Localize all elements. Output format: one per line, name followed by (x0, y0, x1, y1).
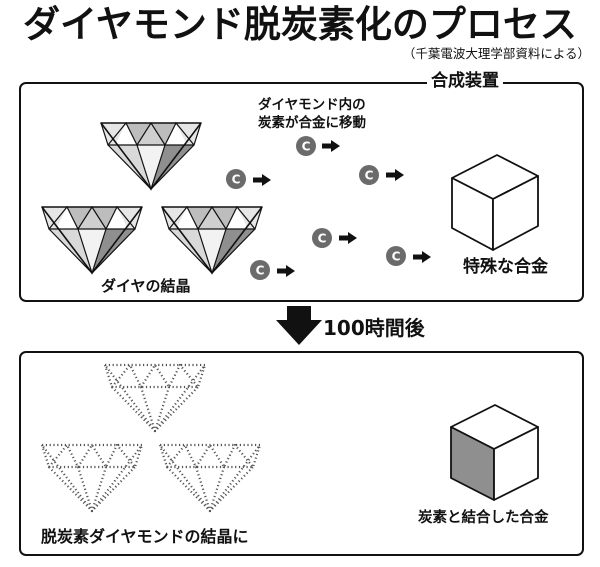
synthesis-panel (19, 82, 584, 302)
cube-icon (450, 404, 539, 501)
alloy-label: 特殊な合金 (463, 257, 548, 277)
svg-text:C: C (232, 173, 241, 187)
diamond-crystal-icon (40, 443, 144, 513)
arrow-right-icon (322, 140, 340, 152)
arrow-right-icon (277, 265, 295, 277)
arrow-right-icon (253, 174, 271, 186)
diamond-crystal-icon (41, 206, 143, 274)
migration-note-line: ダイヤモンド内の (258, 97, 366, 113)
migration-note-line: 炭素が合金に移動 (258, 115, 366, 131)
svg-text:C: C (302, 140, 311, 154)
diamond-crystal-icon (161, 206, 263, 274)
source-note: （千葉電波大理学部資料による） (402, 46, 590, 61)
carbon-atom-icon: C (226, 169, 246, 189)
cube-icon (451, 154, 539, 251)
arrow-down-icon (276, 306, 322, 345)
arrow-right-icon (386, 169, 404, 181)
svg-text:C: C (392, 250, 401, 264)
page-title: ダイヤモンド脱炭素化のプロセス (23, 3, 577, 46)
carbon-atom-icon: C (250, 260, 270, 280)
migration-note: ダイヤモンド内の 炭素が合金に移動 (258, 96, 366, 132)
diamond-crystal-icon (103, 363, 207, 433)
elapsed-time-label: 100時間後 (323, 316, 425, 340)
carbon-atom-icon: C (386, 246, 406, 266)
svg-text:C: C (256, 264, 265, 278)
carbon-atom-icon: C (296, 136, 316, 156)
crystal-label: ダイヤの結晶 (101, 277, 191, 295)
carbon-atom-icon: C (359, 165, 379, 185)
carbon-atom-icon: C (312, 228, 332, 248)
result-panel (19, 351, 584, 556)
arrow-right-icon (339, 232, 357, 244)
carbon-alloy-label: 炭素と結合した合金 (418, 510, 549, 526)
arrow-right-icon (413, 251, 431, 263)
decarbonized-label: 脱炭素ダイヤモンドの結晶に (41, 527, 249, 546)
svg-text:C: C (365, 169, 374, 183)
svg-text:C: C (318, 232, 327, 246)
synthesis-panel-label: 合成装置 (427, 69, 503, 93)
diamond-crystal-icon (158, 443, 262, 513)
diamond-crystal-icon (100, 122, 202, 190)
